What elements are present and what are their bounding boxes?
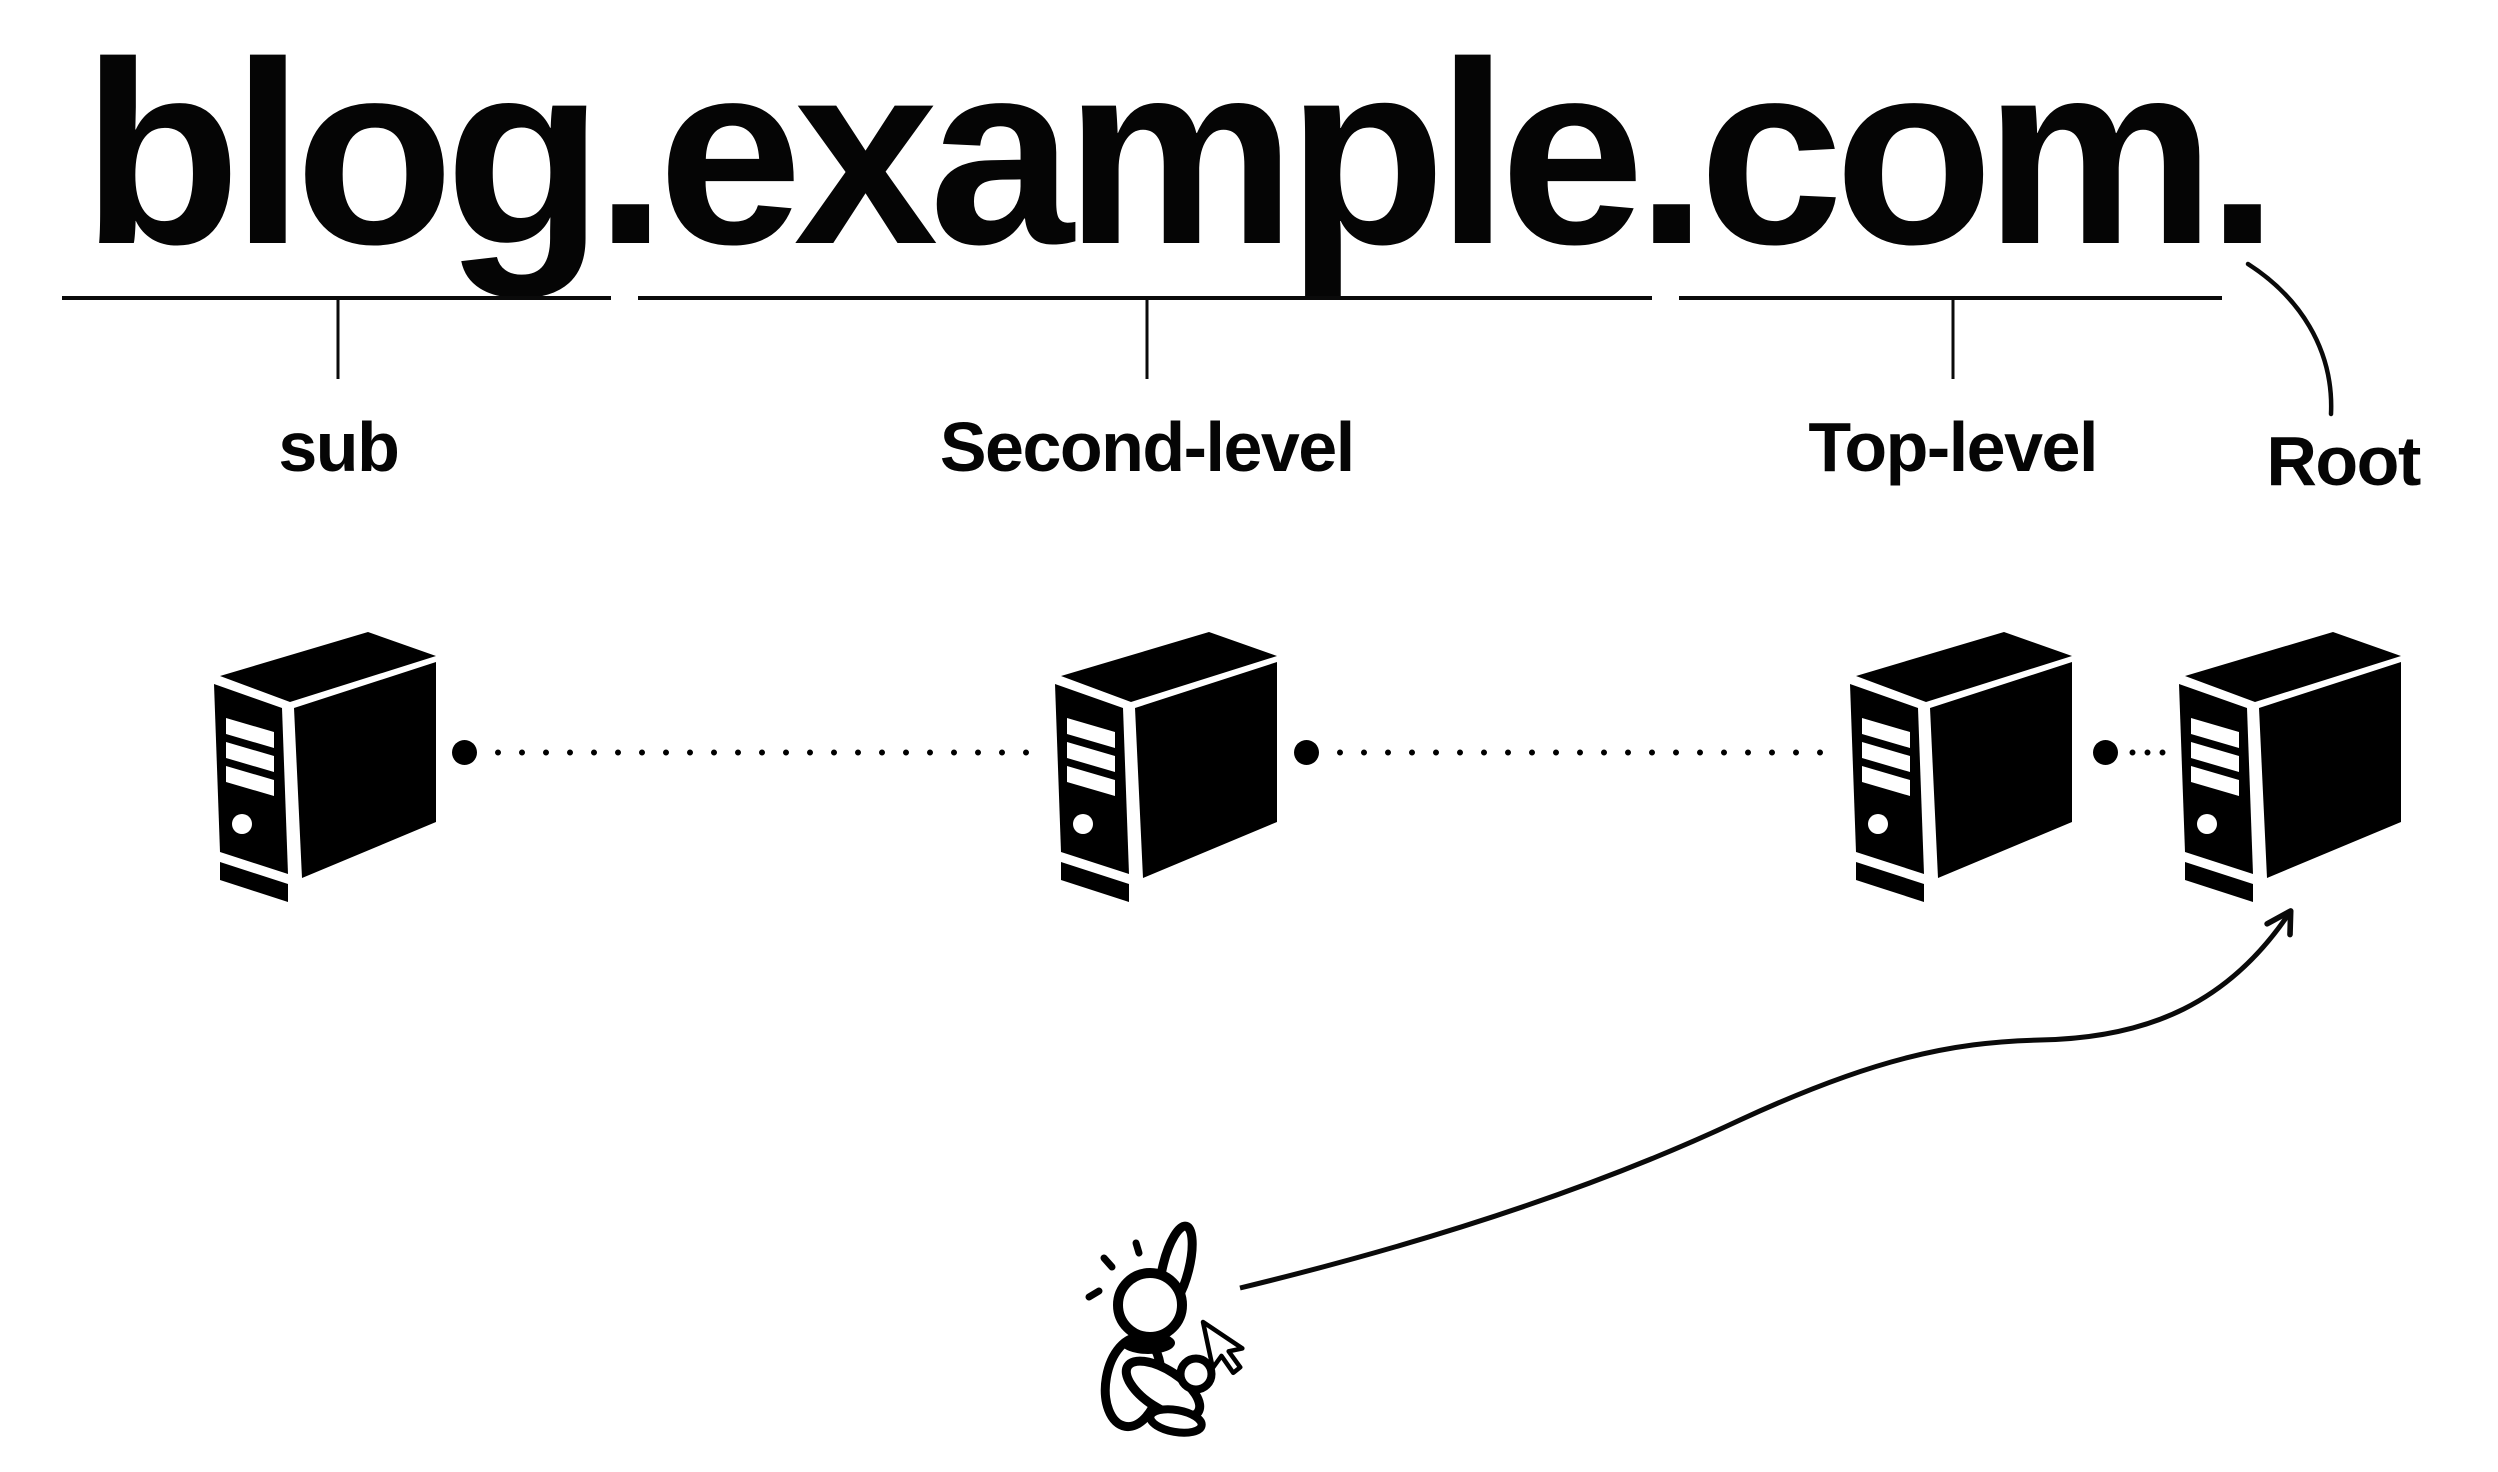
tower-server-icon-second-level bbox=[1055, 632, 1277, 902]
underline-bracket-sub bbox=[62, 296, 611, 412]
curved-line-root-dot-connector bbox=[2245, 261, 2334, 417]
domain-segment-second-level: example Second-level bbox=[637, 9, 1652, 486]
underline-bracket-second-level bbox=[637, 296, 1652, 412]
underline-bracket-top-level bbox=[1678, 296, 2223, 412]
dotted-line-connector bbox=[1328, 748, 1838, 757]
dot-separator: . bbox=[1635, 9, 1708, 299]
domain-separator: . bbox=[1635, 9, 1708, 299]
sparkle-dashes bbox=[1085, 1239, 1143, 1301]
dotted-line-connector bbox=[2125, 748, 2171, 757]
level-label-second-level: Second-level bbox=[939, 408, 1355, 486]
tower-server-icon-sub bbox=[214, 632, 436, 902]
domain-segment-text: blog bbox=[82, 9, 604, 299]
tower-server-icon-root bbox=[2179, 632, 2401, 902]
domain-separator: . bbox=[594, 9, 667, 299]
level-label-top-level: Top-level bbox=[1808, 408, 2098, 486]
domain-segment-root-dot: . Root bbox=[2206, 9, 2421, 496]
connector-dot bbox=[1294, 740, 1319, 765]
connector-dot bbox=[2093, 740, 2118, 765]
domain-segment-top-level: com Top-level bbox=[1678, 9, 2223, 486]
domain-name: blog sub . example Second-level . com To… bbox=[62, 9, 2421, 496]
head bbox=[1113, 1268, 1187, 1342]
domain-segment-sub: blog sub bbox=[62, 9, 611, 486]
dotted-line-connector bbox=[486, 748, 1042, 757]
tower-server-icon-top-level bbox=[1850, 632, 2072, 902]
level-label-root: Root bbox=[2266, 422, 2421, 500]
mouse-cursor-icon bbox=[1200, 1319, 1245, 1376]
domain-segment-text: example bbox=[657, 9, 1645, 299]
connector-dot bbox=[452, 740, 477, 765]
level-label-sub: sub bbox=[278, 408, 399, 486]
person-pointing-up-icon bbox=[1085, 1221, 1245, 1437]
dot-separator: . bbox=[594, 9, 667, 299]
domain-segment-text: com bbox=[1698, 9, 2216, 299]
root-dot: . bbox=[2206, 9, 2278, 299]
